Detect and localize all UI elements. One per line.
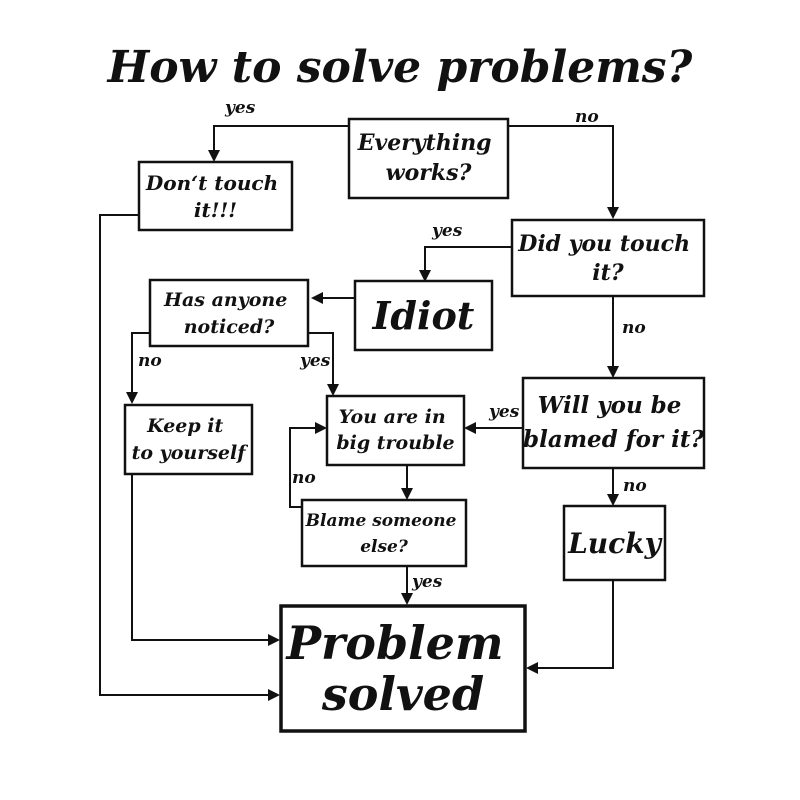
svg-text:Has anyone noticed?: Has anyone noticed?	[163, 289, 294, 338]
node-did-you-touch-line-1: Did you touch	[517, 231, 690, 257]
edge-label-works-no: no	[575, 107, 599, 127]
edge-noticed-to-trouble	[308, 332, 339, 396]
node-problem-solved: Problem solved	[279, 604, 527, 733]
edge-label-noticed-no: no	[138, 351, 162, 371]
node-will-you-be-blamed: Will you be blamed for it?	[521, 376, 706, 470]
edge-trouble-to-blame	[401, 465, 413, 500]
svg-text:Blame someone else?: Blame someone else?	[305, 511, 463, 557]
edge-label-touch-no: no	[622, 318, 646, 338]
edge-did-you-touch-to-idiot	[419, 246, 512, 282]
edge-label-blame-no: no	[292, 468, 316, 488]
node-has-anyone-noticed-line-1: Has anyone	[163, 289, 287, 311]
node-everything-works-line-2: works?	[386, 160, 473, 186]
node-has-anyone-noticed-line-2: noticed?	[184, 316, 275, 338]
node-problem-solved-line-1: Problem	[284, 616, 503, 670]
flowchart-nodes: Everything works? Don‘t touch it!!! Did …	[123, 117, 706, 733]
node-dont-touch-line-1: Don‘t touch	[145, 171, 278, 195]
svg-text:Everything works?: Everything works?	[357, 130, 500, 186]
edge-label-blamed-no: no	[623, 476, 647, 496]
edge-did-you-touch-to-blamed	[607, 296, 619, 378]
edge-noticed-to-keep	[126, 332, 150, 404]
node-problem-solved-line-2: solved	[321, 667, 484, 721]
node-keep-it-line-1: Keep it	[146, 415, 223, 437]
node-blame-someone-line-1: Blame someone	[305, 511, 457, 531]
edge-label-blame-yes: yes	[411, 572, 443, 592]
node-everything-works-line-1: Everything	[357, 130, 492, 156]
node-big-trouble-line-2: big trouble	[336, 432, 454, 454]
node-everything-works: Everything works?	[347, 117, 510, 200]
node-blame-someone-line-2: else?	[360, 537, 409, 557]
edge-lucky-to-solved	[526, 580, 614, 674]
node-big-trouble: You are in big trouble	[325, 394, 466, 467]
node-did-you-touch: Did you touch it?	[510, 218, 706, 298]
edge-labels: yes no yes no no yes yes no no yes	[138, 98, 647, 592]
flowchart-edges	[99, 125, 619, 701]
svg-text:Problem solved: Problem solved	[284, 616, 519, 721]
node-did-you-touch-line-2: it?	[592, 260, 625, 286]
node-dont-touch-line-2: it!!!	[194, 198, 237, 222]
node-big-trouble-line-1: You are in	[339, 406, 446, 428]
node-keep-it: Keep it to yourself	[123, 403, 254, 476]
page-title: How to solve problems?	[106, 42, 694, 93]
edge-keep-to-solved	[131, 474, 280, 646]
edge-blame-yes-to-solved	[401, 566, 413, 605]
svg-text:Will you be blamed for: Will you be blamed for it?	[523, 392, 705, 453]
svg-text:Did you touch it?: Did you touch it?	[517, 231, 697, 286]
node-lucky-label: Lucky	[567, 527, 662, 560]
node-will-you-be-blamed-line-1: Will you be	[538, 392, 682, 419]
edge-blamed-to-lucky	[607, 468, 619, 506]
edge-label-blamed-yes: yes	[488, 402, 520, 422]
svg-text:Keep it to yourself: Keep it to yourself	[132, 415, 249, 464]
edge-label-noticed-yes: yes	[299, 351, 331, 371]
node-idiot: Idiot	[353, 279, 494, 352]
node-has-anyone-noticed: Has anyone noticed?	[148, 278, 310, 348]
node-will-you-be-blamed-line-2: blamed for it?	[523, 426, 705, 453]
node-keep-it-line-2: to yourself	[132, 442, 249, 464]
svg-text:You are in big trouble: You are in big trouble	[336, 406, 454, 454]
node-idiot-label: Idiot	[372, 293, 475, 338]
edge-dont-touch-to-solved	[99, 214, 280, 701]
edge-works-to-did-you-touch	[508, 125, 619, 219]
edge-blamed-to-trouble	[464, 422, 523, 434]
edge-blame-no-to-trouble	[289, 422, 327, 508]
edge-idiot-to-noticed	[311, 292, 355, 304]
node-lucky: Lucky	[562, 504, 667, 582]
edge-label-works-yes: yes	[224, 98, 256, 118]
node-blame-someone: Blame someone else?	[300, 498, 468, 568]
edge-label-touch-yes: yes	[431, 221, 463, 241]
node-dont-touch: Don‘t touch it!!!	[137, 160, 294, 232]
edge-works-to-dont-touch	[208, 125, 349, 162]
svg-text:Don‘t touch it!!!: Don‘t touch it!!!	[145, 171, 285, 222]
